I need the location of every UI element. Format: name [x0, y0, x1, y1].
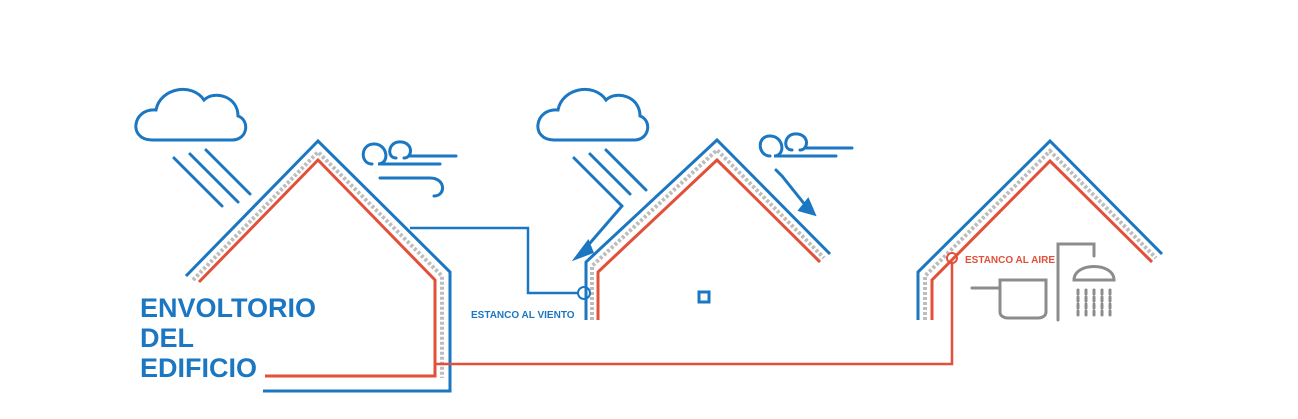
wind-connector-line [410, 226, 578, 295]
title-line-1: ENVOLTORIO [140, 293, 316, 323]
house-middle-insulation [590, 147, 826, 320]
wind-marker-icon [577, 286, 591, 300]
shower-icon [1056, 242, 1116, 322]
house-left-outer-shell [184, 138, 452, 393]
house-middle [584, 137, 832, 320]
wind-icon [361, 140, 458, 198]
cloud-rain-icon [134, 88, 252, 208]
house-right [916, 138, 1164, 320]
pot-icon [970, 278, 1048, 320]
house-right-inner-shell [930, 158, 1154, 320]
air-tight-label: ESTANCO AL AIRE [965, 255, 1055, 266]
wind-icon [758, 132, 854, 217]
title-line-2: DEL [140, 323, 194, 353]
house-left [184, 138, 452, 393]
window-icon [697, 290, 711, 304]
page-title: ENVOLTORIO DEL EDIFICIO [140, 293, 316, 383]
house-right-insulation [923, 148, 1158, 320]
air-connector-line [435, 263, 954, 366]
house-right-outer-shell [916, 138, 1164, 320]
house-middle-outer-shell [584, 137, 832, 320]
title-line-3: EDIFICIO [140, 353, 257, 383]
house-middle-inner-shell [596, 157, 822, 320]
house-left-inner-shell [197, 157, 437, 378]
wind-tight-label: ESTANCO AL VIENTO [471, 310, 575, 321]
cloud-rain-icon [536, 88, 650, 262]
house-left-insulation [191, 149, 444, 378]
